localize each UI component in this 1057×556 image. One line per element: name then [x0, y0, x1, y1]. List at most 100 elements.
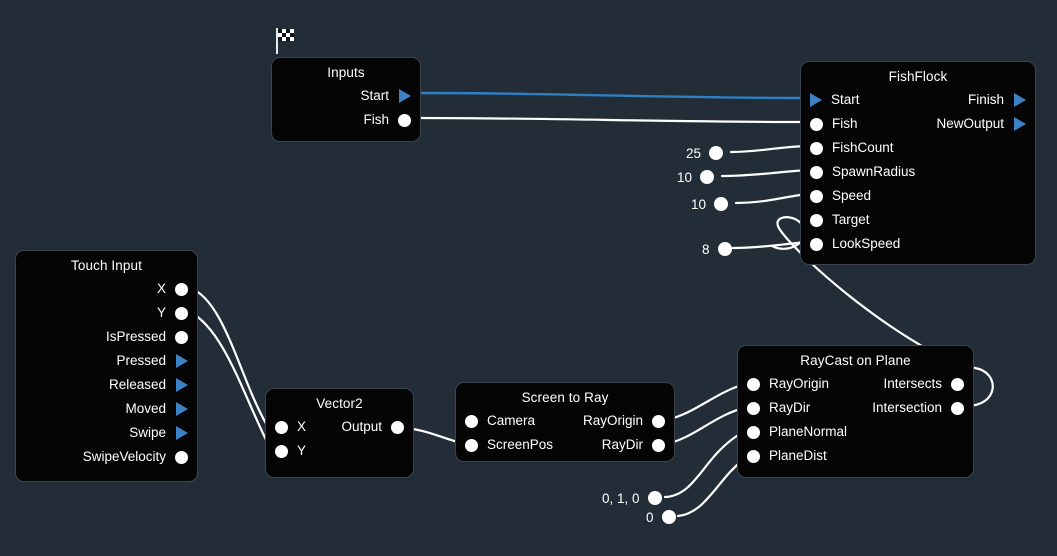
data-port-icon[interactable]	[747, 449, 760, 463]
output-port-raycastonplane-intersects[interactable]: Intersects	[883, 372, 964, 396]
data-port-icon[interactable]	[951, 401, 964, 415]
data-port-icon[interactable]	[951, 377, 964, 391]
exec-port-icon[interactable]	[176, 402, 188, 416]
exec-port-icon[interactable]	[176, 354, 188, 368]
input-port-raycastonplane-rayorigin[interactable]: RayOrigin	[747, 372, 829, 396]
literal-value[interactable]: 0	[646, 509, 654, 525]
input-port-fishflock-fish[interactable]: Fish	[810, 112, 858, 136]
output-port-touchinput-pressed[interactable]: Pressed	[116, 349, 188, 373]
output-port-raycastonplane-intersection[interactable]: Intersection	[872, 396, 964, 420]
output-port-touchinput-moved[interactable]: Moved	[125, 397, 188, 421]
data-port-icon[interactable]	[810, 213, 823, 227]
lit-planedist[interactable]: 0	[646, 509, 676, 525]
data-port-icon[interactable]	[717, 242, 732, 256]
output-port-screentoray-raydir[interactable]: RayDir	[602, 433, 665, 457]
output-port-touchinput-swipevelocity[interactable]: SwipeVelocity	[83, 445, 188, 469]
data-port-icon[interactable]	[465, 414, 478, 428]
data-port-icon[interactable]	[398, 113, 411, 127]
data-port-icon[interactable]	[175, 306, 188, 320]
lit-spawnradius[interactable]: 10	[677, 169, 715, 185]
wire-lit25-to-fishcount[interactable]	[729, 144, 810, 154]
output-port-inputs-start[interactable]: Start	[360, 84, 411, 108]
data-port-icon[interactable]	[747, 401, 760, 415]
wire-touch-x-to-vector2-x[interactable]	[188, 286, 270, 429]
input-port-raycastonplane-planenormal[interactable]: PlaneNormal	[747, 420, 847, 444]
data-port-icon[interactable]	[714, 197, 729, 211]
output-port-fishflock-newoutput[interactable]: NewOutput	[936, 112, 1026, 136]
wire-rayorigin-to-raycast-rayorigin[interactable]	[664, 381, 750, 422]
exec-port-icon[interactable]	[810, 93, 822, 107]
exec-port-icon[interactable]	[176, 426, 188, 440]
output-port-fishflock-finish[interactable]: Finish	[968, 88, 1026, 112]
output-port-inputs-fish[interactable]: Fish	[363, 108, 411, 132]
literal-value[interactable]: 8	[702, 241, 710, 257]
wire-inputs-fish-to-fishflock-fish[interactable]	[413, 116, 810, 124]
exec-port-icon[interactable]	[176, 378, 188, 392]
lit-speed[interactable]: 10	[691, 196, 729, 212]
input-port-fishflock-speed[interactable]: Speed	[810, 184, 871, 208]
data-port-icon[interactable]	[391, 420, 404, 434]
input-port-vector2-x[interactable]: X	[275, 415, 306, 439]
lit-fishcount[interactable]: 25	[686, 145, 724, 161]
data-port-icon[interactable]	[661, 510, 676, 524]
output-port-vector2-output[interactable]: Output	[341, 415, 404, 439]
output-port-touchinput-released[interactable]: Released	[109, 373, 188, 397]
input-port-fishflock-spawnradius[interactable]: SpawnRadius	[810, 160, 915, 184]
lit-planenormal[interactable]: 0, 1, 0	[602, 490, 662, 506]
lit-lookspeed[interactable]: 8	[702, 241, 732, 257]
data-port-icon[interactable]	[465, 438, 478, 452]
input-port-screentoray-camera[interactable]: Camera	[465, 409, 535, 433]
data-port-icon[interactable]	[700, 170, 715, 184]
input-port-raycastonplane-raydir[interactable]: RayDir	[747, 396, 810, 420]
wire-inputs-start-to-fishflock-start[interactable]	[419, 91, 807, 100]
data-port-icon[interactable]	[175, 450, 188, 464]
data-port-icon[interactable]	[175, 330, 188, 344]
data-port-icon[interactable]	[747, 425, 760, 439]
exec-port-icon[interactable]	[1014, 117, 1026, 131]
data-port-icon[interactable]	[810, 141, 823, 155]
literal-value[interactable]: 0, 1, 0	[602, 490, 640, 506]
input-port-screentoray-screenpos[interactable]: ScreenPos	[465, 433, 553, 457]
data-port-icon[interactable]	[275, 420, 288, 434]
output-port-touchinput-swipe[interactable]: Swipe	[129, 421, 188, 445]
output-port-touchinput-ispressed[interactable]: IsPressed	[106, 325, 188, 349]
exec-port-icon[interactable]	[1014, 93, 1026, 107]
wire-lit010-to-planenormal[interactable]	[663, 429, 750, 499]
data-port-icon[interactable]	[810, 189, 823, 203]
literal-value[interactable]: 10	[677, 169, 693, 185]
data-port-icon[interactable]	[647, 491, 662, 505]
wire-lit10a-to-spawnradius[interactable]	[720, 168, 810, 178]
wire-lit8-to-lookspeed[interactable]	[731, 240, 810, 250]
wire-lit10b-to-speed[interactable]	[734, 192, 810, 205]
input-port-fishflock-target[interactable]: Target	[810, 208, 870, 232]
output-port-screentoray-rayorigin[interactable]: RayOrigin	[583, 409, 665, 433]
data-port-icon[interactable]	[810, 165, 823, 179]
input-port-fishflock-lookspeed[interactable]: LookSpeed	[810, 232, 900, 256]
literal-value[interactable]: 25	[686, 145, 702, 161]
data-port-icon[interactable]	[747, 377, 760, 391]
data-port-icon[interactable]	[652, 438, 665, 452]
data-port-icon[interactable]	[810, 237, 823, 251]
output-port-touchinput-y[interactable]: Y	[157, 301, 188, 325]
literal-value[interactable]: 10	[691, 196, 707, 212]
input-port-vector2-y[interactable]: Y	[275, 439, 306, 463]
input-port-raycastonplane-planedist[interactable]: PlaneDist	[747, 444, 827, 468]
data-port-icon[interactable]	[709, 146, 724, 160]
data-port-icon[interactable]	[652, 414, 665, 428]
data-port-icon[interactable]	[175, 282, 188, 296]
wire-raydir-to-raycast-raydir[interactable]	[664, 405, 750, 446]
data-port-icon[interactable]	[275, 444, 288, 458]
wire-touch-y-to-vector2-y[interactable]	[188, 310, 274, 454]
input-port-fishflock-fishcount[interactable]: FishCount	[810, 136, 894, 160]
exec-port-icon[interactable]	[399, 89, 411, 103]
input-port-fishflock-start[interactable]: Start	[810, 88, 860, 112]
output-port-touchinput-x[interactable]: X	[157, 277, 188, 301]
data-port-icon[interactable]	[810, 117, 823, 131]
